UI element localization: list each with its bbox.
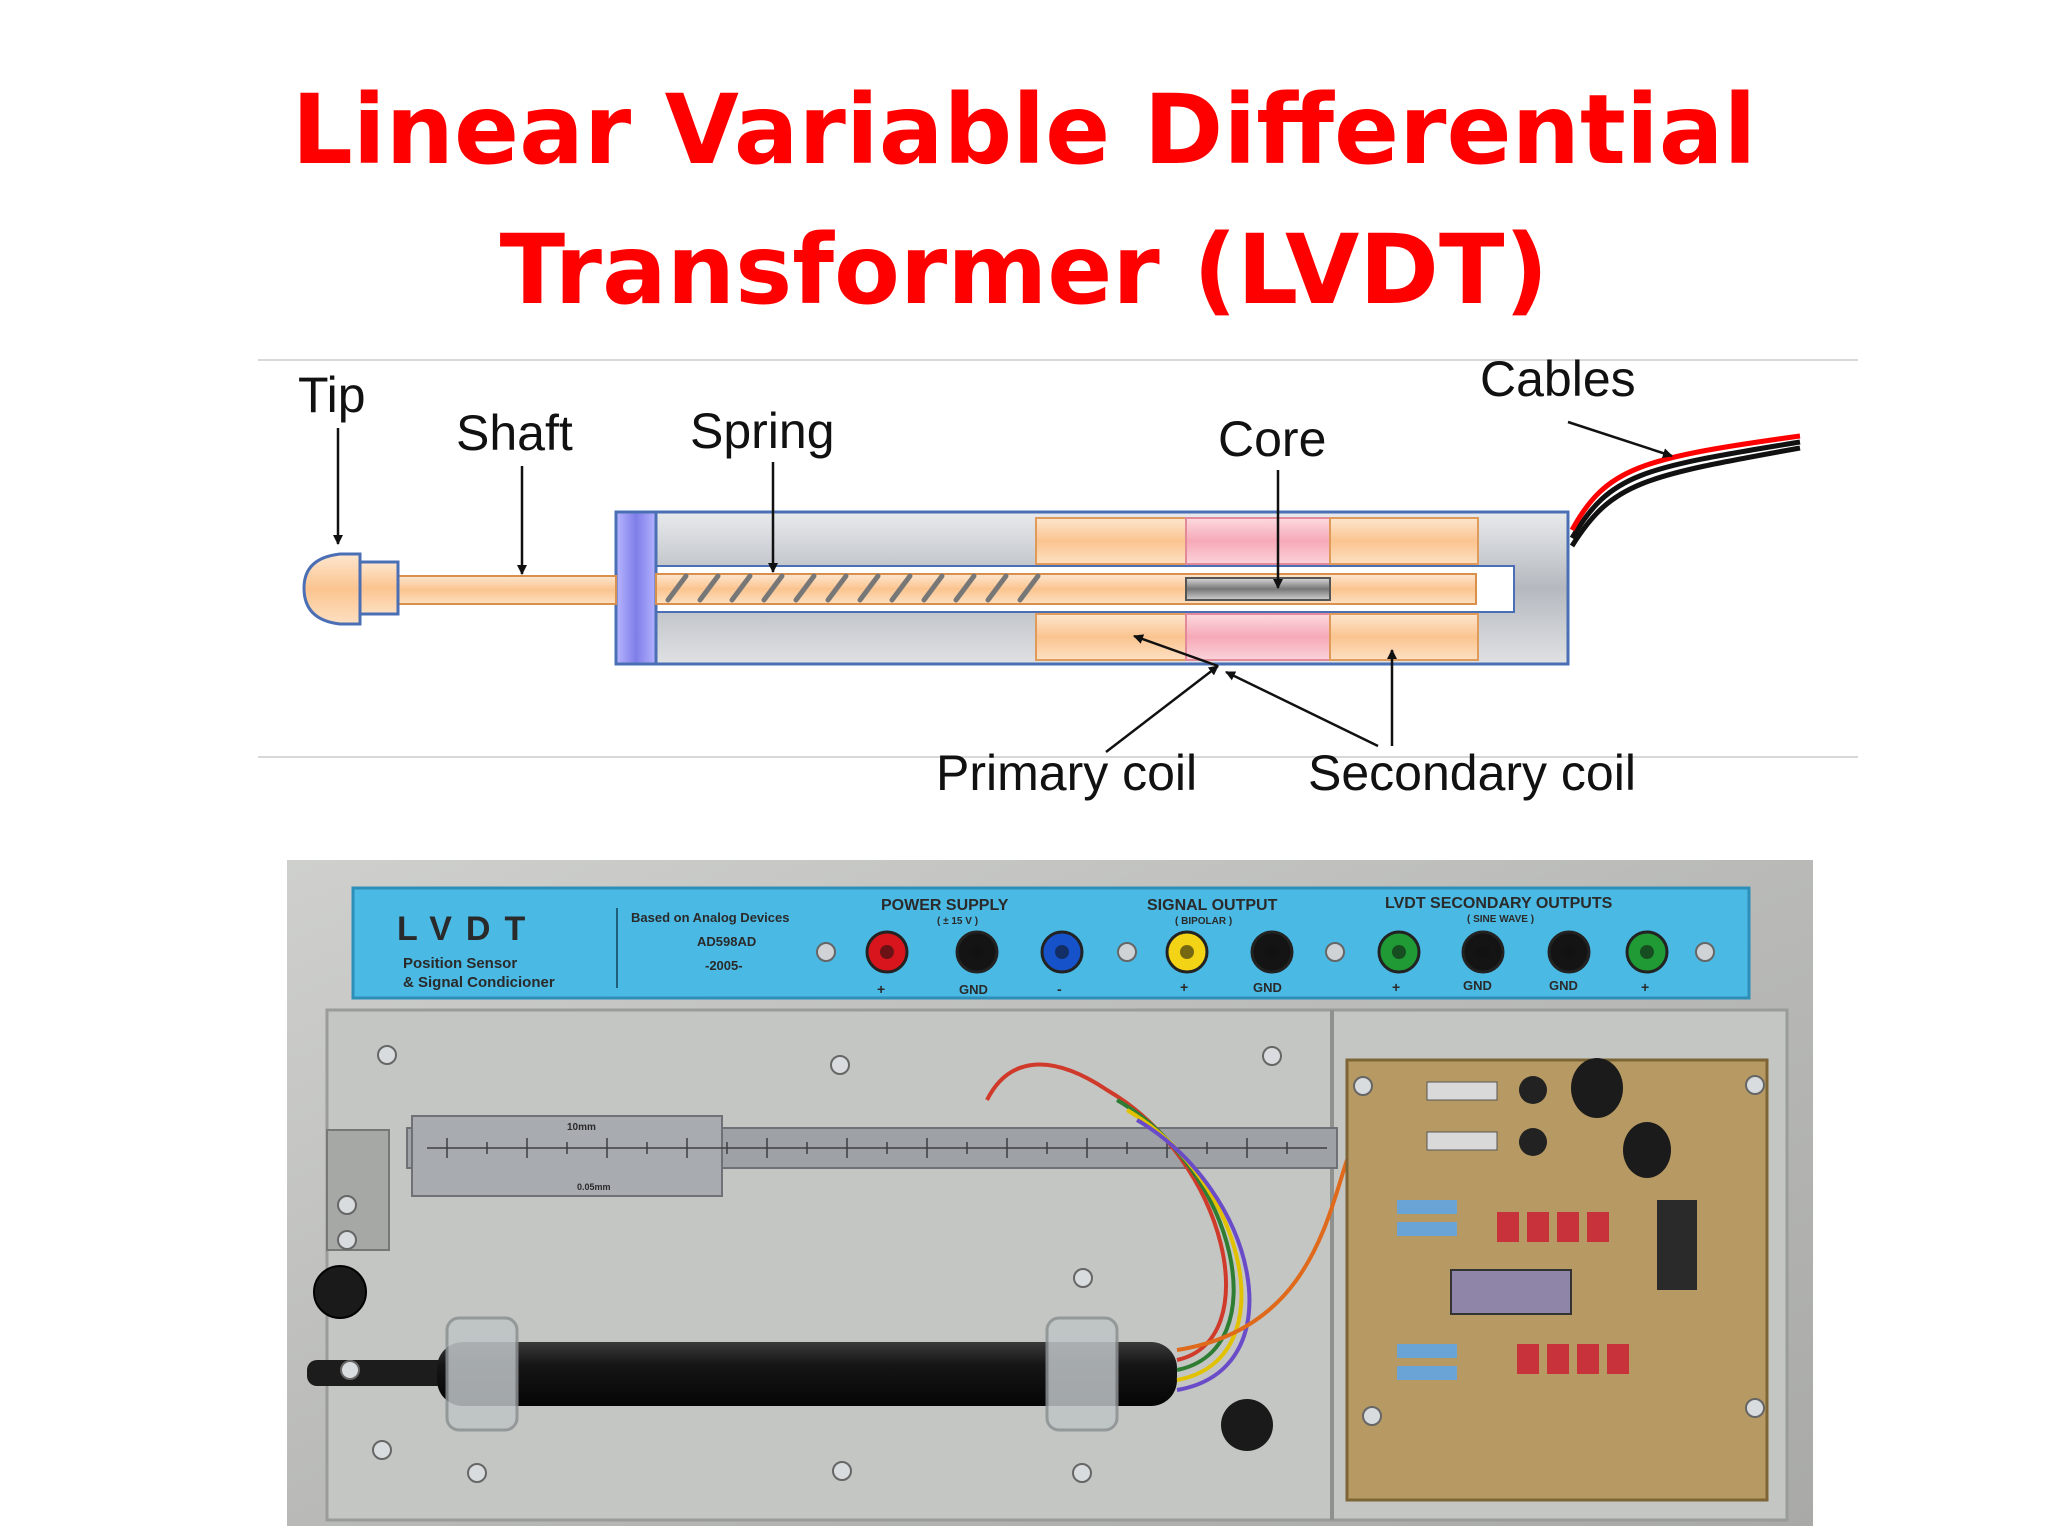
panel-year: -2005- bbox=[705, 958, 743, 973]
jack-label-plus-2: + bbox=[1180, 979, 1188, 995]
lvdt-cylinder bbox=[437, 1342, 1177, 1406]
panel-bipolar: ( BIPOLAR ) bbox=[1175, 916, 1232, 927]
label-core: Core bbox=[1218, 411, 1326, 467]
panel-based-on: Based on Analog Devices bbox=[631, 910, 789, 925]
label-primary-coil: Primary coil bbox=[936, 745, 1197, 801]
slide-title-line1: Linear Variable Differential bbox=[291, 74, 1757, 186]
panel-sine-wave: ( SINE WAVE ) bbox=[1467, 914, 1534, 925]
lvdt-foot bbox=[1221, 1399, 1273, 1451]
panel-subtitle-1: Position Sensor bbox=[403, 955, 517, 972]
ruler-mount bbox=[326, 1129, 390, 1251]
leader-arrows bbox=[333, 420, 1673, 753]
cables bbox=[1569, 433, 1801, 548]
jack-label-gnd-3: GND bbox=[1463, 978, 1492, 993]
wires bbox=[985, 1062, 1349, 1392]
panel-power-supply: POWER SUPPLY bbox=[881, 897, 1009, 914]
panel-brand: LVDT bbox=[397, 910, 539, 948]
panel-model: AD598AD bbox=[697, 934, 756, 949]
lvdt-clamp-left bbox=[445, 1316, 519, 1432]
panel-signal-output: SIGNAL OUTPUT bbox=[1147, 897, 1278, 914]
core bbox=[1185, 577, 1331, 601]
tip bbox=[302, 552, 362, 626]
tip-collar bbox=[358, 560, 400, 616]
jack-label-gnd-2: GND bbox=[1253, 980, 1282, 995]
rod bbox=[655, 573, 1477, 605]
secondary-coil-left-top bbox=[1035, 517, 1187, 565]
adjust-knob bbox=[313, 1265, 367, 1319]
jack-label-plus-3: + bbox=[1392, 979, 1400, 995]
label-spring: Spring bbox=[690, 403, 835, 459]
lvdt-plunger bbox=[307, 1360, 457, 1386]
housing-endcap bbox=[614, 510, 658, 666]
jack-label-plus-1: + bbox=[877, 981, 885, 997]
shaft bbox=[397, 575, 617, 605]
ruler-mark-small: 0.05mm bbox=[577, 1182, 611, 1192]
lvdt-clamp-right bbox=[1045, 1316, 1119, 1432]
primary-coil-bottom bbox=[1185, 613, 1331, 661]
primary-coil-top bbox=[1185, 517, 1331, 565]
jack-label-minus: - bbox=[1057, 981, 1062, 997]
label-shaft: Shaft bbox=[456, 405, 573, 461]
secondary-coil-right-bottom bbox=[1329, 613, 1479, 661]
ruler-mark: 10mm bbox=[567, 1122, 596, 1133]
label-secondary-coil: Secondary coil bbox=[1308, 745, 1636, 801]
secondary-coil-left-bottom bbox=[1035, 613, 1187, 661]
lvdt-diagram: Tip Shaft Spring Core Cables Primary coi… bbox=[258, 351, 1858, 801]
jack-label-plus-4: + bbox=[1641, 979, 1649, 995]
board-screws bbox=[337, 1045, 1765, 1483]
secondary-coil-right-top bbox=[1329, 517, 1479, 565]
label-tip: Tip bbox=[298, 367, 366, 423]
panel-secondary-outputs: LVDT SECONDARY OUTPUTS bbox=[1385, 895, 1613, 912]
panel-screws bbox=[816, 942, 1715, 962]
spring bbox=[665, 573, 1041, 603]
jack-label-gnd-4: GND bbox=[1549, 978, 1578, 993]
lvdt-trainer-photo: LVDT Position Sensor & Signal Condicione… bbox=[287, 860, 1813, 1526]
slide-title: Linear Variable Differential Transformer… bbox=[0, 60, 2048, 340]
jack-label-gnd-1: GND bbox=[959, 982, 988, 997]
panel-subtitle-2: & Signal Condicioner bbox=[403, 974, 555, 991]
panel-power-range: ( ± 15 V ) bbox=[937, 916, 978, 927]
pcb-components bbox=[1397, 1058, 1697, 1380]
label-cables: Cables bbox=[1480, 351, 1636, 407]
slide-title-line2: Transformer (LVDT) bbox=[499, 214, 1549, 326]
ruler-slider bbox=[411, 1115, 723, 1197]
